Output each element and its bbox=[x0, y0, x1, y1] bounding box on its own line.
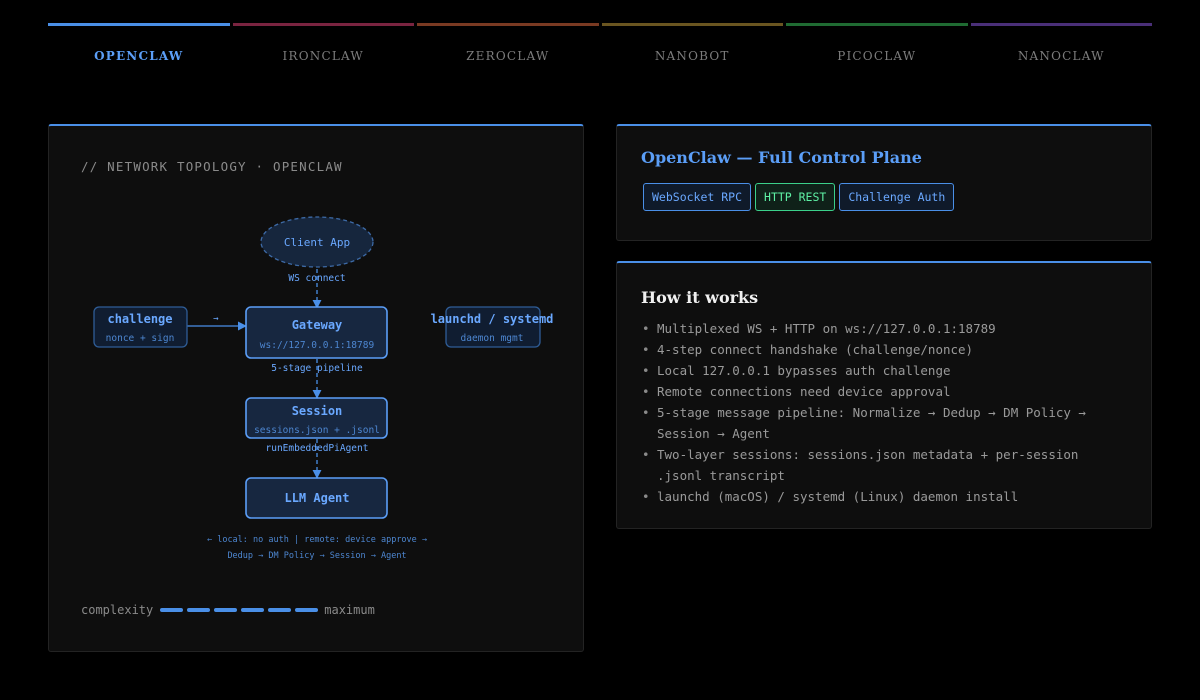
tab-indicator bbox=[970, 23, 1152, 26]
gateway-node bbox=[245, 306, 388, 359]
badge-websocket-rpc: WebSocket RPC bbox=[643, 183, 752, 211]
tab-label: PICOCLAW bbox=[837, 49, 917, 63]
client-app-node bbox=[260, 216, 374, 268]
tab-indicator bbox=[417, 23, 599, 26]
summary-panel: OpenClaw — Full Control Plane WebSocket … bbox=[616, 124, 1152, 241]
list-item: 4-step connect handshake (challenge/nonc… bbox=[641, 339, 1131, 360]
complexity-label: complexity bbox=[81, 603, 154, 617]
challenge-node bbox=[93, 306, 188, 348]
tab-indicator bbox=[48, 23, 230, 26]
tab-zeroclaw[interactable]: ZEROCLAW bbox=[417, 23, 599, 73]
challenge-sub: nonce + sign bbox=[106, 333, 175, 344]
how-it-works-title: How it works bbox=[641, 288, 759, 307]
topology-panel: // NETWORK TOPOLOGY · OPENCLAW Client Ap… bbox=[48, 124, 584, 652]
topology-title: // NETWORK TOPOLOGY · OPENCLAW bbox=[81, 159, 343, 174]
topology-diagram: Client App WS connect challenge nonce + … bbox=[93, 216, 554, 561]
tab-indicator bbox=[786, 23, 968, 26]
list-item: Local 127.0.0.1 bypasses auth challenge bbox=[641, 360, 1131, 381]
tab-label: IRONCLAW bbox=[282, 49, 364, 63]
complexity-bar bbox=[160, 608, 319, 612]
tab-label: ZEROCLAW bbox=[466, 49, 550, 63]
badge-challenge-auth: Challenge Auth bbox=[839, 183, 955, 211]
complexity-segment bbox=[214, 608, 238, 612]
challenge-label: challenge bbox=[107, 312, 172, 326]
tab-label: OPENCLAW bbox=[94, 49, 184, 63]
complexity-segment bbox=[268, 608, 292, 612]
auth-note: ← local: no auth | remote: device approv… bbox=[207, 535, 427, 545]
complexity-meter: complexity maximum bbox=[81, 603, 375, 617]
how-it-works-list: Multiplexed WS + HTTP on ws://127.0.0.1:… bbox=[641, 318, 1131, 507]
run-agent-label: runEmbeddedPiAgent bbox=[266, 443, 369, 454]
gateway-label: Gateway bbox=[292, 318, 343, 332]
launchd-label: launchd / systemd bbox=[431, 312, 554, 326]
how-it-works-panel: How it works Multiplexed WS + HTTP on ws… bbox=[616, 261, 1152, 529]
tab-picoclaw[interactable]: PICOCLAW bbox=[786, 23, 968, 73]
challenge-arrow-label: → bbox=[213, 314, 219, 324]
tab-openclaw[interactable]: OPENCLAW bbox=[48, 23, 230, 73]
session-label: Session bbox=[292, 404, 343, 418]
list-item: Two-layer sessions: sessions.json metada… bbox=[641, 444, 1131, 486]
summary-title: OpenClaw — Full Control Plane bbox=[641, 148, 922, 167]
protocol-badges: WebSocket RPC HTTP REST Challenge Auth bbox=[643, 183, 955, 211]
complexity-segment bbox=[187, 608, 211, 612]
llm-agent-node bbox=[245, 477, 388, 519]
llm-agent-label: LLM Agent bbox=[284, 491, 349, 505]
list-item: launchd (macOS) / systemd (Linux) daemon… bbox=[641, 486, 1131, 507]
tab-nanobot[interactable]: NANOBOT bbox=[601, 23, 783, 73]
launchd-sub: daemon mgmt bbox=[461, 333, 524, 344]
framework-tabs: OPENCLAW IRONCLAW ZEROCLAW NANOBOT PICOC… bbox=[48, 23, 1152, 73]
list-item: Multiplexed WS + HTTP on ws://127.0.0.1:… bbox=[641, 318, 1131, 339]
tab-label: NANOCLAW bbox=[1017, 49, 1105, 63]
badge-http-rest: HTTP REST bbox=[755, 183, 836, 211]
client-app-label: Client App bbox=[284, 236, 350, 249]
complexity-segment bbox=[295, 608, 319, 612]
complexity-segment bbox=[241, 608, 265, 612]
tab-indicator bbox=[601, 23, 783, 26]
list-item: 5-stage message pipeline: Normalize → De… bbox=[641, 402, 1131, 444]
complexity-segment bbox=[160, 608, 184, 612]
gateway-sub: ws://127.0.0.1:18789 bbox=[260, 340, 375, 351]
tab-indicator bbox=[232, 23, 414, 26]
list-item: Remote connections need device approval bbox=[641, 381, 1131, 402]
pipeline-label: 5-stage pipeline bbox=[271, 363, 363, 374]
session-node bbox=[245, 397, 388, 439]
pipeline-note: Dedup → DM Policy → Session → Agent bbox=[227, 551, 406, 561]
session-sub: sessions.json + .jsonl bbox=[254, 425, 380, 436]
tab-label: NANOBOT bbox=[654, 49, 730, 63]
complexity-level: maximum bbox=[324, 603, 375, 617]
tab-nanoclaw[interactable]: NANOCLAW bbox=[970, 23, 1152, 73]
ws-connect-label: WS connect bbox=[288, 273, 345, 284]
tab-ironclaw[interactable]: IRONCLAW bbox=[232, 23, 414, 73]
launchd-node bbox=[445, 306, 541, 348]
